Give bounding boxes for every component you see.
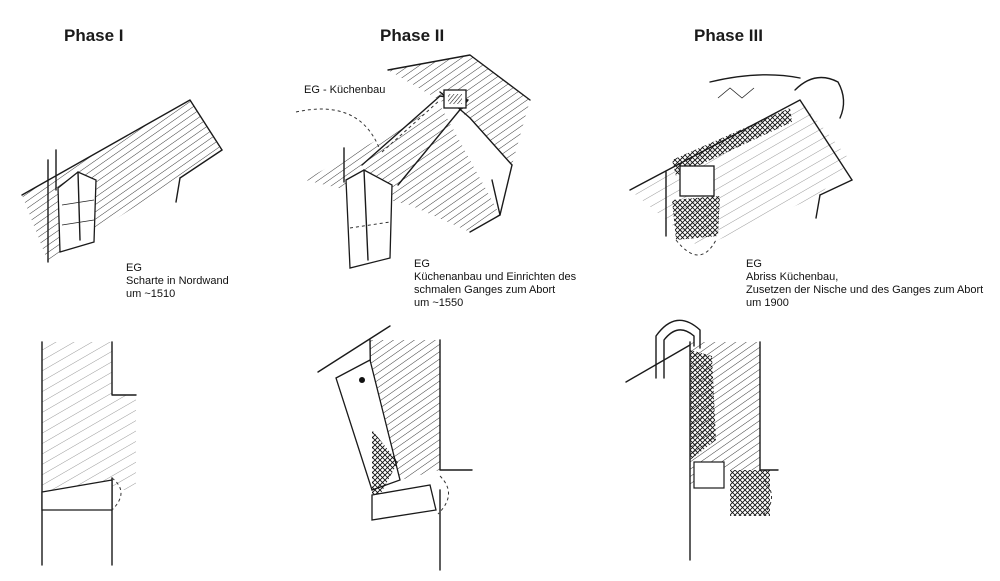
phase1-caption-line: Scharte in Nordwand (126, 275, 229, 287)
phase1-caption: EG Scharte in Nordwand um ~1510 (126, 262, 229, 301)
phase2-caption-line: um ~1550 (414, 297, 464, 309)
phase3-caption: EG Abriss Küchenbau, Zusetzen der Nische… (746, 258, 983, 310)
phase3-caption-line: Abriss Küchenbau, (746, 271, 839, 283)
phase1-plan-sketch (41, 341, 137, 566)
phase3-isometric-sketch (629, 74, 853, 256)
phase1-isometric-sketch (21, 99, 223, 263)
phase3-caption-line: um 1900 (746, 297, 789, 309)
phase3-caption-line: Zusetzen der Nische und des Ganges zum A… (746, 284, 984, 296)
phase2-plan-sketch (317, 325, 473, 571)
phase1-caption-line: um ~1510 (126, 288, 176, 300)
phase2-caption-line: Küchenanbau und Einrichten des (414, 271, 577, 283)
kitchen-annotation-label: EG - Küchenbau (304, 84, 386, 96)
phase2-caption-line: schmalen Ganges zum Abort (414, 284, 556, 296)
phase1-caption-line: EG (126, 262, 142, 274)
phase2-isometric-sketch (295, 54, 531, 269)
phase3-caption-line: EG (746, 258, 762, 270)
phase3-plan-sketch (625, 319, 779, 561)
phase1-title: Phase I (64, 26, 124, 45)
phase2-caption: EG Küchenanbau und Einrichten des schmal… (414, 258, 576, 310)
phase3-title: Phase III (694, 26, 763, 45)
phase2-caption-line: EG (414, 258, 430, 270)
phase2-title: Phase II (380, 26, 445, 45)
